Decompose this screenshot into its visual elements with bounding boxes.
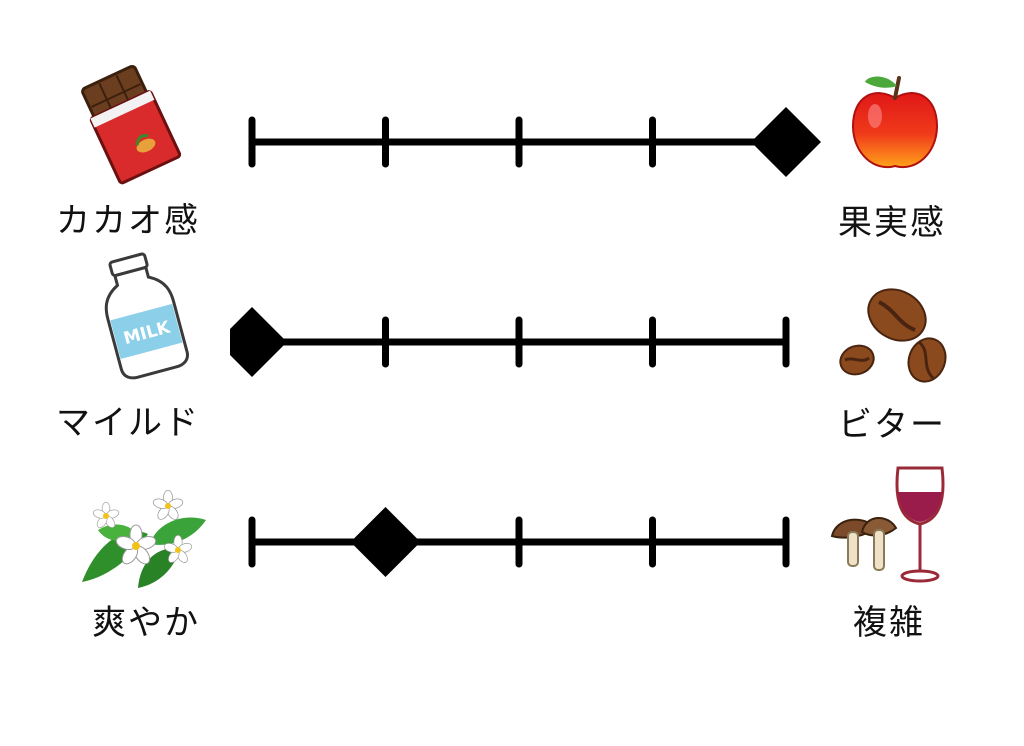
chocolate-bar-icon [80,60,190,185]
scale-row-2 [230,307,790,377]
left-label-fresh: 爽やか [92,603,200,643]
left-label-cacao: カカオ感 [56,201,200,241]
apple-icon [845,68,945,178]
wine-mushroom-icon [826,462,950,586]
scale-row-1 [248,107,821,177]
scale-row-3 [248,507,790,577]
right-label-bitter: ビター [838,405,946,445]
right-label-fruit: 果実感 [838,203,946,243]
left-label-mild: マイルド [56,403,200,443]
coffee-beans-icon [835,280,950,390]
scale-marker [230,307,287,377]
scale-marker [751,107,821,177]
white-flower-icon [78,489,210,590]
right-label-complex: 複雑 [853,603,925,643]
scale-marker [350,507,421,577]
milk-bottle-icon: MILK [90,250,195,380]
